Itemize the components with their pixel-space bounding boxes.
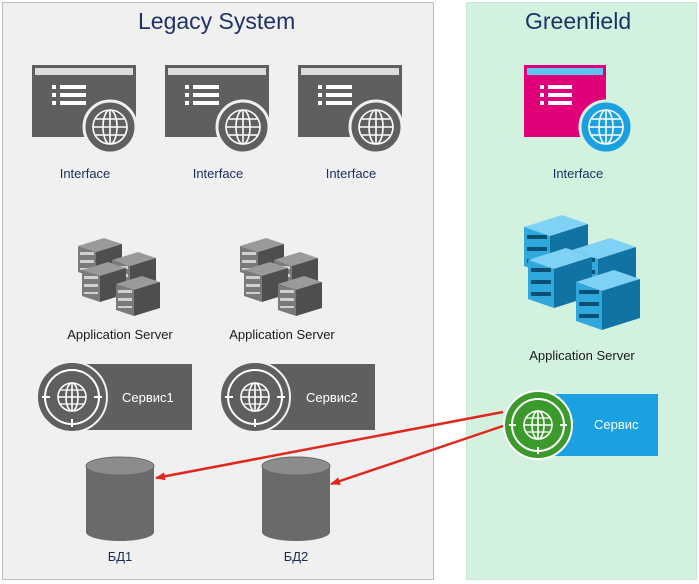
- arrow-service-to-db2: [330, 424, 504, 486]
- greenfield-app-server-label: Application Server: [529, 348, 635, 363]
- service-label-2: Сервис2: [306, 390, 358, 405]
- greenfield-title: Greenfield: [525, 8, 632, 34]
- greenfield-service-block: [503, 390, 658, 460]
- app-server-label-1: Application Server: [67, 327, 173, 342]
- greenfield-server-icon: [524, 215, 640, 330]
- arrow-service-to-db1: [155, 410, 504, 481]
- database-icon-2: [261, 456, 331, 541]
- service-label-1: Сервис1: [122, 390, 174, 405]
- database-label-2: БД2: [283, 549, 309, 564]
- interface-label-2: Interface: [192, 166, 244, 181]
- app-server-label-2: Application Server: [229, 327, 335, 342]
- server-icon-2: [240, 238, 322, 316]
- greenfield-interface-icon: [524, 65, 634, 155]
- interface-icon-1: [32, 65, 138, 155]
- greenfield-interface-label: Interface: [552, 166, 604, 181]
- service-block-1: [36, 361, 192, 433]
- greenfield-service-label: Сервис: [594, 417, 639, 432]
- interface-label-3: Interface: [325, 166, 377, 181]
- server-icon-1: [78, 238, 160, 316]
- database-label-1: БД1: [107, 549, 133, 564]
- database-icon-1: [85, 456, 155, 541]
- interface-icon-3: [298, 65, 404, 155]
- interface-label-1: Interface: [59, 166, 111, 181]
- legacy-system-title: Legacy System: [138, 8, 296, 34]
- service-block-2: [219, 361, 375, 433]
- interface-icon-2: [165, 65, 271, 155]
